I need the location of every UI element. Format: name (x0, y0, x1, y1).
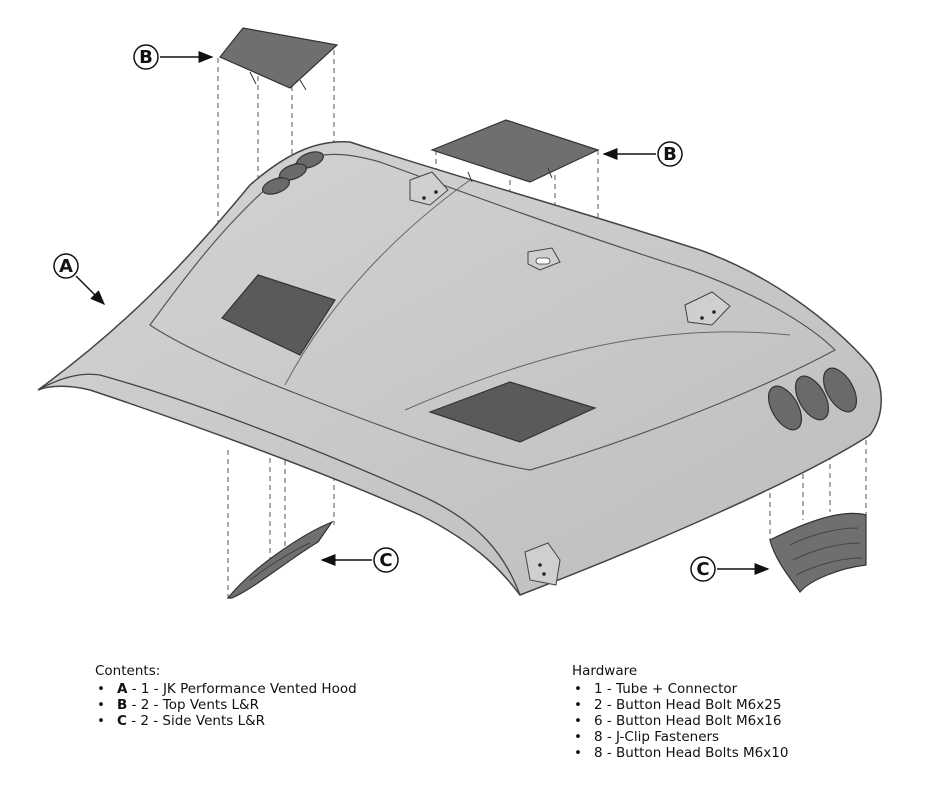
callout-c-right: C (690, 556, 770, 582)
list-item: 2 - Button Head Bolt M6x25 (572, 697, 788, 713)
item-key: A (117, 681, 128, 697)
list-item: 1 - Tube + Connector (572, 681, 788, 697)
item-text: - 1 - JK Performance Vented Hood (127, 681, 357, 697)
top-vent-right (430, 119, 600, 183)
list-item: C - 2 - Side Vents L&R (95, 713, 357, 729)
callout-a: A (53, 253, 106, 306)
list-item: B - 2 - Top Vents L&R (95, 697, 357, 713)
callout-a-label: A (59, 256, 73, 277)
top-vent-left (219, 27, 339, 91)
list-item: 6 - Button Head Bolt M6x16 (572, 713, 788, 729)
side-vent-left (226, 520, 334, 599)
side-vent-right (769, 512, 867, 593)
item-key: C (117, 713, 127, 729)
callout-c-left: C (320, 547, 399, 573)
contents-heading: Contents: (95, 663, 161, 679)
contents-list: Contents: A - 1 - JK Performance Vented … (95, 663, 357, 729)
hardware-items: 1 - Tube + Connector 2 - Button Head Bol… (572, 681, 788, 761)
hood-body (37, 141, 882, 596)
list-item: A - 1 - JK Performance Vented Hood (95, 681, 357, 697)
callout-b-right-label: B (663, 144, 677, 165)
item-text: - 2 - Side Vents L&R (126, 713, 266, 729)
callout-c-left-label: C (379, 550, 392, 571)
contents-items: A - 1 - JK Performance Vented Hood B - 2… (95, 681, 357, 729)
callout-c-right-label: C (696, 559, 709, 580)
hardware-list: Hardware 1 - Tube + Connector 2 - Button… (572, 663, 788, 761)
item-key: B (117, 697, 128, 713)
callout-b-left-label: B (139, 47, 153, 68)
hood-side-vent-slots (262, 151, 858, 431)
hood-exploded-diagram: A B B C C (37, 27, 882, 599)
hood-top-vent-openings (221, 274, 597, 443)
list-item: 8 - J-Clip Fasteners (572, 729, 788, 745)
list-item: 8 - Button Head Bolts M6x10 (572, 745, 788, 761)
item-text: - 2 - Top Vents L&R (127, 697, 259, 713)
callout-b-left: B (133, 44, 214, 70)
hardware-heading: Hardware (572, 663, 638, 679)
callout-b-right: B (602, 141, 683, 167)
